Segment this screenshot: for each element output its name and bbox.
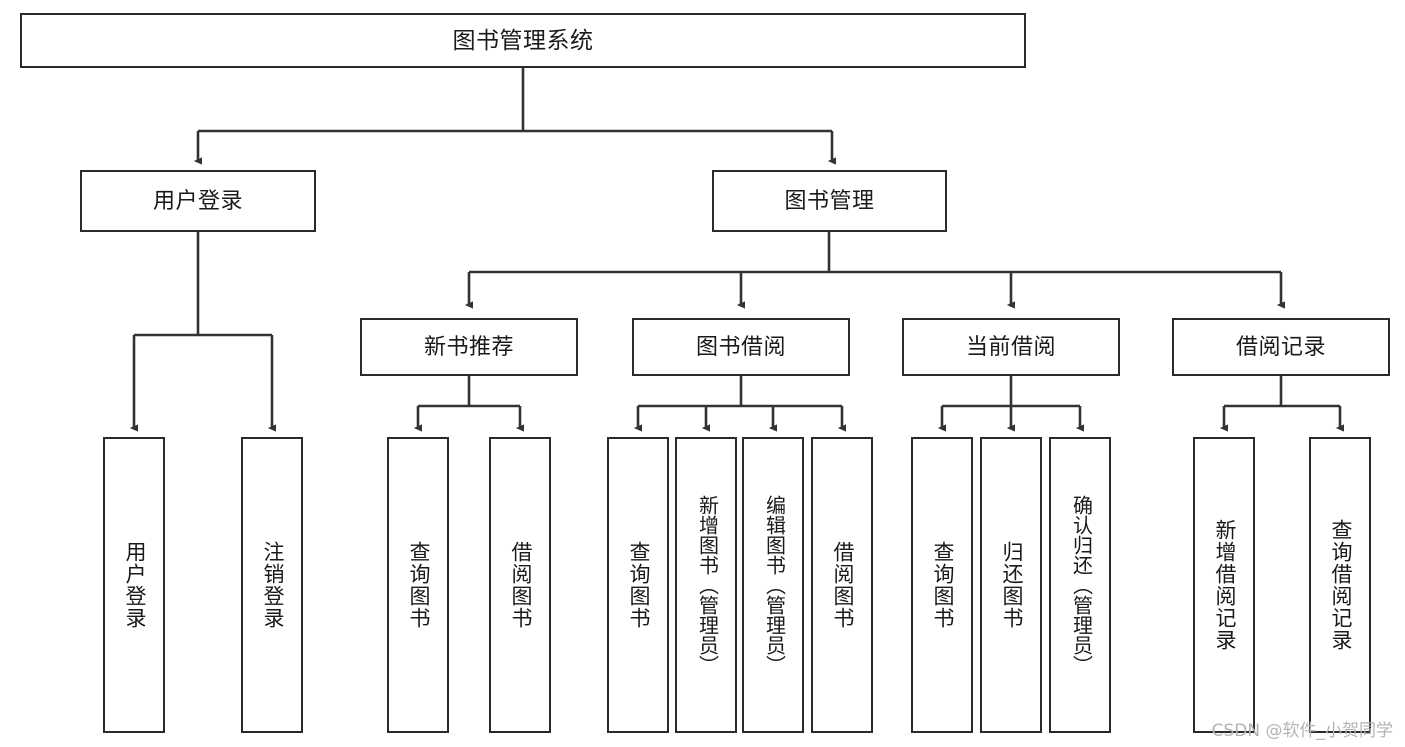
- node-new-book-recommend[interactable]: 新书推荐: [360, 318, 578, 376]
- node-leaf-borrow-book-2[interactable]: 借阅图书: [811, 437, 873, 733]
- node-current-borrow[interactable]: 当前借阅: [902, 318, 1120, 376]
- node-leaf-return-book[interactable]: 归还图书: [980, 437, 1042, 733]
- node-leaf-add-book[interactable]: 新增图书（管理员）: [675, 437, 737, 733]
- node-leaf-borrow-book-1[interactable]: 借阅图书: [489, 437, 551, 733]
- csdn-watermark: CSDN @软件_小贺同学: [1211, 721, 1393, 741]
- node-leaf-query-book-1[interactable]: 查询图书: [387, 437, 449, 733]
- node-leaf-edit-book[interactable]: 编辑图书（管理员）: [742, 437, 804, 733]
- node-leaf-query-book-3-label: 查询图书: [931, 541, 955, 629]
- node-leaf-logout-login[interactable]: 注销登录: [241, 437, 303, 733]
- node-current-borrow-label: 当前借阅: [965, 334, 1056, 360]
- node-leaf-add-book-label: 新增图书（管理员）: [695, 495, 718, 675]
- node-leaf-add-record[interactable]: 新增借阅记录: [1193, 437, 1255, 733]
- node-borrow-record[interactable]: 借阅记录: [1172, 318, 1390, 376]
- node-leaf-query-record[interactable]: 查询借阅记录: [1309, 437, 1371, 733]
- node-leaf-query-book-1-label: 查询图书: [407, 541, 431, 629]
- node-book-borrow-label: 图书借阅: [695, 334, 786, 360]
- node-book-management-label: 图书管理: [784, 188, 875, 214]
- node-borrow-record-label: 借阅记录: [1235, 334, 1326, 360]
- node-user-login-label: 用户登录: [152, 188, 243, 214]
- node-new-book-recommend-label: 新书推荐: [423, 334, 514, 360]
- node-leaf-return-book-label: 归还图书: [1000, 541, 1024, 629]
- node-leaf-query-book-2[interactable]: 查询图书: [607, 437, 669, 733]
- node-book-management[interactable]: 图书管理: [712, 170, 947, 232]
- node-root[interactable]: 图书管理系统: [20, 13, 1026, 68]
- node-book-borrow[interactable]: 图书借阅: [632, 318, 850, 376]
- node-leaf-user-login-label: 用户登录: [123, 541, 147, 629]
- node-leaf-query-book-3[interactable]: 查询图书: [911, 437, 973, 733]
- node-leaf-logout-login-label: 注销登录: [261, 541, 285, 629]
- node-leaf-add-record-label: 新增借阅记录: [1213, 519, 1237, 651]
- node-leaf-borrow-book-1-label: 借阅图书: [509, 541, 533, 629]
- node-leaf-borrow-book-2-label: 借阅图书: [831, 541, 855, 629]
- node-leaf-user-login[interactable]: 用户登录: [103, 437, 165, 733]
- node-user-login[interactable]: 用户登录: [80, 170, 316, 232]
- node-root-label: 图书管理系统: [452, 26, 594, 53]
- node-leaf-confirm-return-label: 确认归还（管理员）: [1069, 495, 1092, 675]
- node-leaf-query-book-2-label: 查询图书: [627, 541, 651, 629]
- node-leaf-confirm-return[interactable]: 确认归还（管理员）: [1049, 437, 1111, 733]
- node-leaf-query-record-label: 查询借阅记录: [1329, 519, 1353, 651]
- node-leaf-edit-book-label: 编辑图书（管理员）: [762, 495, 785, 675]
